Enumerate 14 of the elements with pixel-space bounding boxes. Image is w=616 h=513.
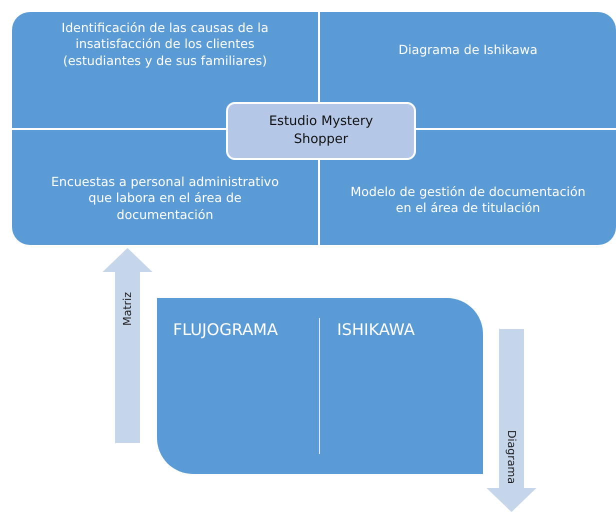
split-panel bbox=[157, 298, 483, 474]
node-text: Encuestas a personal administrativo que labora en el área de documentación bbox=[50, 174, 280, 223]
node-text: Estudio Mystery Shopper bbox=[268, 113, 374, 149]
edge-label: Diagrama bbox=[505, 430, 518, 484]
node-text: Identificación de las causas de la insatisfacción de los clientes (estudiantes y de sus familiares) bbox=[60, 20, 270, 69]
column-heading: FLUJOGRAMA bbox=[173, 320, 278, 339]
column-heading: ISHIKAWA bbox=[337, 320, 415, 339]
block-arrow bbox=[486, 329, 536, 512]
node-text: Modelo de gestión de documentación en el área de titulación bbox=[349, 184, 587, 216]
panel-background bbox=[12, 12, 616, 245]
center-box bbox=[226, 102, 416, 160]
node-text: Diagrama de Ishikawa bbox=[398, 42, 538, 58]
edge-label: Matriz bbox=[121, 292, 134, 326]
block-arrow bbox=[102, 248, 152, 443]
